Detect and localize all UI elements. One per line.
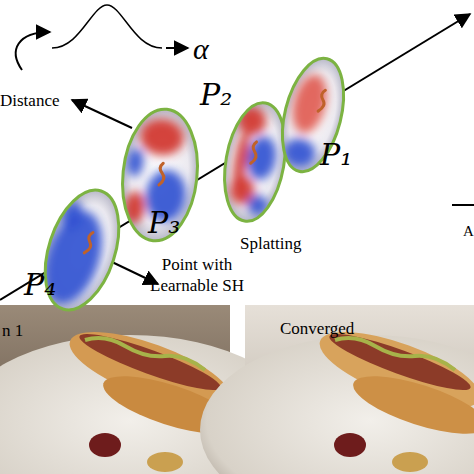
annotation-label: A xyxy=(463,222,474,241)
point-label: P₃ xyxy=(148,208,180,238)
annotation-label: Splatting xyxy=(240,233,301,254)
splat-point: P₃ xyxy=(89,104,231,246)
color-blob xyxy=(126,148,145,178)
squiggle-mark xyxy=(84,232,95,254)
point-label: P₂ xyxy=(200,80,232,110)
ellipse-fill xyxy=(216,98,294,226)
ellipse-fill xyxy=(272,52,354,178)
annotation-label: Converged xyxy=(280,318,354,339)
point-label: P₁ xyxy=(320,140,352,170)
photo-panel xyxy=(200,305,474,474)
input-arrow xyxy=(16,32,50,70)
color-blob xyxy=(230,129,252,190)
sauce xyxy=(392,452,428,472)
output-arrow xyxy=(166,47,188,49)
sauce xyxy=(147,452,183,472)
color-blob xyxy=(138,117,186,157)
gaussian-curve xyxy=(52,5,162,48)
sauce xyxy=(334,433,366,457)
color-blob xyxy=(244,134,279,182)
splat-point: P₁ xyxy=(250,52,376,178)
dash-line xyxy=(452,204,474,206)
sauce xyxy=(89,433,121,457)
ellipse-outline xyxy=(116,105,203,244)
color-blob xyxy=(281,135,319,170)
point-ellipse xyxy=(250,52,376,178)
annotation-label: Distance xyxy=(0,90,59,111)
bun xyxy=(347,364,474,445)
squiggle-mark xyxy=(158,163,165,185)
color-blob xyxy=(246,194,269,217)
color-blob xyxy=(287,71,333,137)
topping xyxy=(335,338,455,370)
point-label: P₄ xyxy=(24,270,56,300)
annotation-label: n 1 xyxy=(2,320,23,341)
ellipse-outline xyxy=(272,52,354,178)
topping xyxy=(85,338,205,370)
ellipse-fill xyxy=(116,105,203,244)
pointer-arrow xyxy=(72,100,132,128)
squiggle-mark xyxy=(250,142,258,164)
annotation-label: α xyxy=(193,30,209,68)
ellipse-outline xyxy=(216,98,294,226)
annotation-label: Point with Learnable SH xyxy=(136,254,258,297)
squiggle-mark xyxy=(318,90,328,112)
